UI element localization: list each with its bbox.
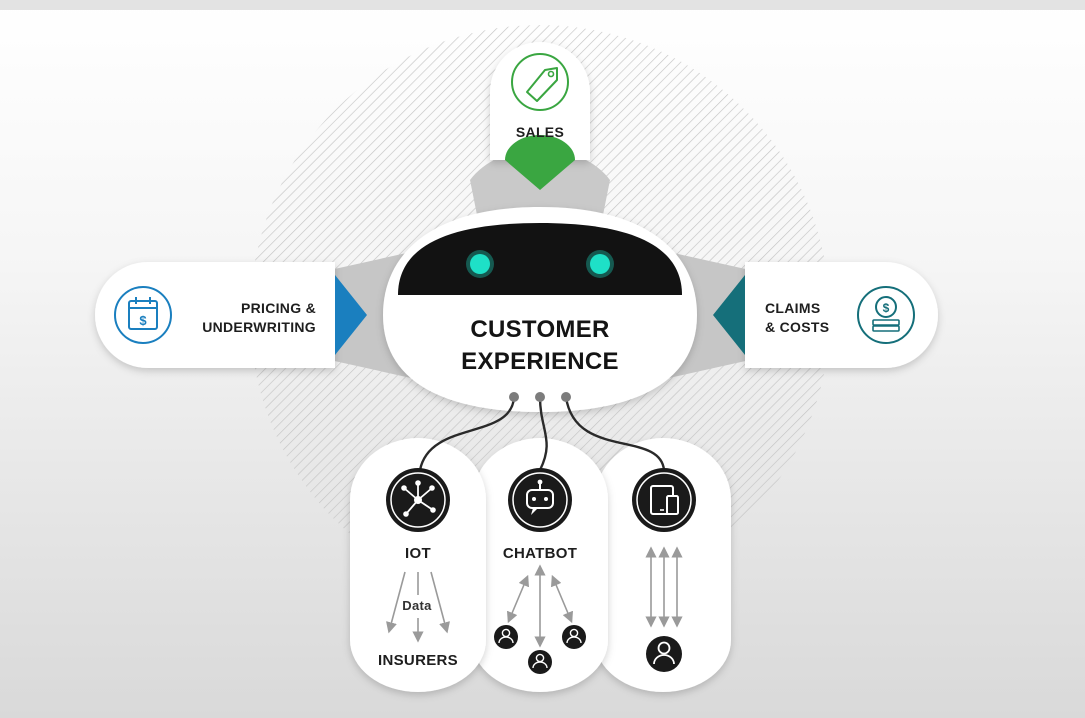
user-icon — [562, 625, 586, 649]
iot-label: IOT — [375, 545, 461, 562]
pricing-label-line1: PRICING & — [170, 299, 316, 318]
user-icon — [494, 625, 518, 649]
cable-port-1 — [509, 392, 519, 402]
cable-port-3 — [561, 392, 571, 402]
claims-label: CLAIMS & COSTS — [765, 299, 845, 337]
pricing-label-line2: UNDERWRITING — [170, 318, 316, 337]
svg-text:$: $ — [139, 313, 147, 328]
svg-text:$: $ — [883, 301, 890, 315]
user-icon — [528, 650, 552, 674]
network-hub-icon — [386, 468, 450, 532]
claims-label-line2: & COSTS — [765, 318, 845, 337]
center-title: CUSTOMER EXPERIENCE — [440, 314, 640, 378]
sales-label: SALES — [490, 124, 590, 140]
center-title-line1: CUSTOMER — [440, 314, 640, 346]
robot-head — [383, 207, 697, 412]
claims-label-line1: CLAIMS — [765, 299, 845, 318]
left-eye — [470, 254, 490, 274]
insurers-label: INSURERS — [365, 652, 471, 669]
chatbot-icon — [508, 468, 572, 532]
pricing-label: PRICING & UNDERWRITING — [170, 299, 316, 337]
tablet-phone-icon — [632, 468, 696, 532]
data-flow-label: Data — [392, 598, 442, 613]
center-title-line2: EXPERIENCE — [440, 346, 640, 378]
cable-port-2 — [535, 392, 545, 402]
right-eye — [590, 254, 610, 274]
user-icon — [646, 636, 682, 672]
chatbot-label: CHATBOT — [492, 545, 588, 562]
